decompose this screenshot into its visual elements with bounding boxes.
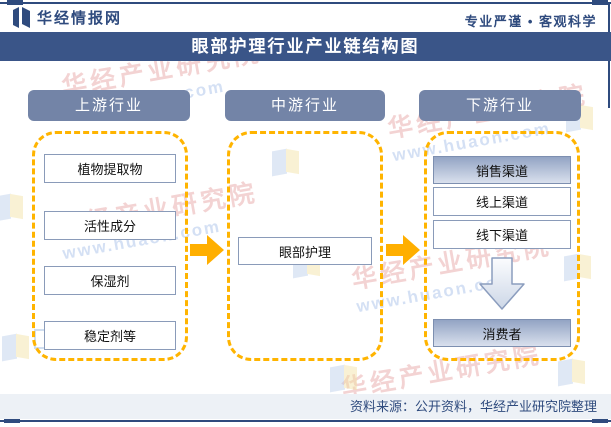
watermark-flag-shape xyxy=(0,193,23,222)
brand-name: 华经情报网 xyxy=(37,10,123,27)
frame-corner-accent xyxy=(4,418,20,423)
watermark-flag-shape xyxy=(2,333,29,362)
watermark-flag-shape xyxy=(558,358,585,387)
frame-corner-accent xyxy=(7,0,23,5)
watermark-flag-shape xyxy=(330,364,357,393)
node-consumers: 消费者 xyxy=(433,319,571,347)
brand-logo-icon xyxy=(12,7,31,28)
frame-corner-accent xyxy=(592,0,608,5)
upstream-group xyxy=(32,131,188,361)
brand: 华经情报网 xyxy=(12,7,122,28)
footer: 资料来源：公开资料，华经产业研究院整理 xyxy=(0,394,611,419)
node-offline-channels: 线下渠道 xyxy=(433,220,571,249)
header-tagline: 专业严谨 • 客观科学 xyxy=(464,14,597,29)
downstream-group xyxy=(424,131,580,361)
flow-arrow-right-icon xyxy=(386,234,420,266)
node-online-channels: 线上渠道 xyxy=(433,187,571,216)
column-header-midstream: 中游行业 xyxy=(225,90,385,121)
node-sales-channels: 销售渠道 xyxy=(433,156,571,184)
flow-arrow-right-icon xyxy=(190,234,224,266)
frame-bottom-line xyxy=(0,420,611,422)
header: 华经情报网 专业严谨 • 客观科学 xyxy=(0,4,611,32)
source-note: 资料来源：公开资料，华经产业研究院整理 xyxy=(349,399,597,414)
midstream-group xyxy=(227,131,383,361)
node-active-ingredients: 活性成分 xyxy=(44,211,176,240)
frame-top-line xyxy=(0,2,611,4)
node-eye-care: 眼部护理 xyxy=(238,237,372,265)
page-title: 眼部护理行业产业链结构图 xyxy=(0,32,611,61)
node-stabilizer: 稳定剂等 xyxy=(44,321,176,350)
flow-arrow-down-icon xyxy=(479,257,525,311)
column-header-downstream: 下游行业 xyxy=(419,90,581,121)
node-moisturizer: 保湿剂 xyxy=(44,266,176,295)
node-plant-extracts: 植物提取物 xyxy=(44,154,176,183)
frame-corner-accent xyxy=(592,418,608,423)
column-header-upstream: 上游行业 xyxy=(28,90,190,121)
